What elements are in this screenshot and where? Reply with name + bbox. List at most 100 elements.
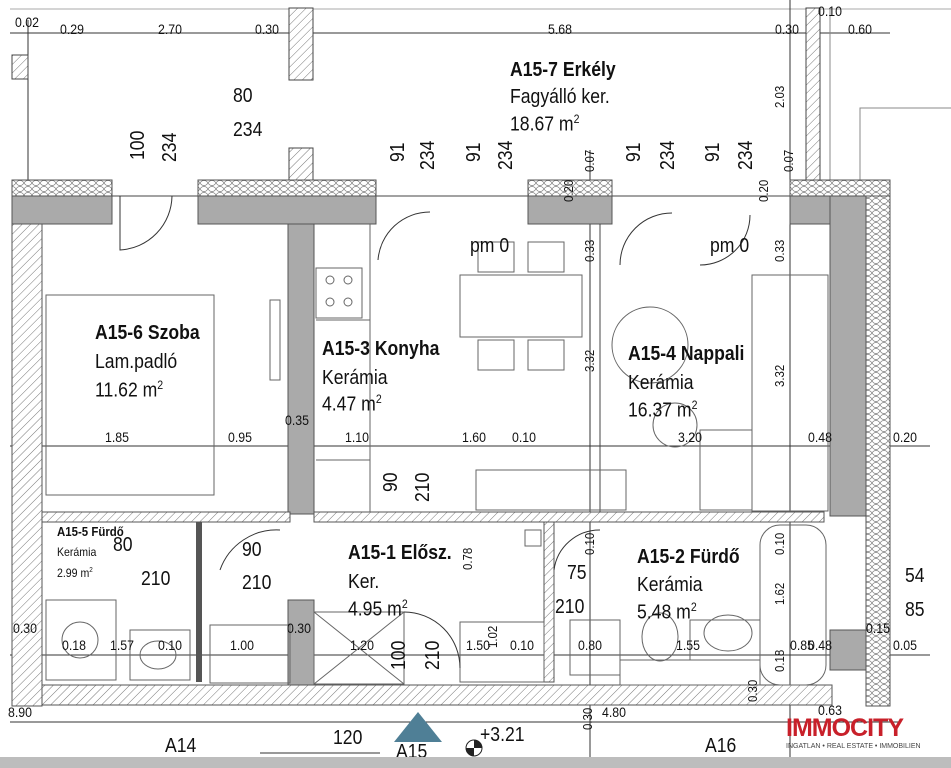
immocity-logo: IMMOCITY INGATLAN • REAL ESTATE • IMMOBI… bbox=[786, 714, 921, 751]
dim-label: 234 bbox=[735, 140, 757, 170]
door-swings bbox=[119, 195, 751, 669]
room-name: A15-1 Elősz. bbox=[348, 542, 452, 564]
dim-label: 2.03 bbox=[772, 85, 787, 108]
level-label: pm 0 bbox=[710, 235, 750, 257]
dim-label: 210 bbox=[412, 472, 434, 502]
dim-label: 0.10 bbox=[512, 429, 536, 445]
dim-label: 1.55 bbox=[676, 637, 700, 653]
dim-label: 0.33 bbox=[772, 239, 787, 262]
dim-label: 0.78 bbox=[460, 547, 475, 570]
dim-label: 1.57 bbox=[110, 637, 134, 653]
dim-label: 0.30 bbox=[287, 620, 311, 636]
dim-label: 0.80 bbox=[578, 637, 602, 653]
room-name: A15-3 Konyha bbox=[322, 338, 440, 360]
room-name: A15-5 Fürdő bbox=[57, 524, 124, 539]
dim-label: 1.00 bbox=[230, 637, 254, 653]
dim-label: 0.15 bbox=[866, 620, 890, 636]
dim-label: 91 bbox=[702, 142, 724, 162]
dim-label: 0.60 bbox=[848, 21, 872, 37]
dim-label: 0.18 bbox=[772, 649, 787, 672]
dim-label: 0.05 bbox=[893, 637, 917, 653]
room-material: Kerámia bbox=[57, 545, 97, 559]
dim-label: 234 bbox=[657, 140, 679, 170]
bottom-bar bbox=[0, 757, 951, 768]
dim-label: 0.18 bbox=[62, 637, 86, 653]
dim-label: 1.20 bbox=[350, 637, 374, 653]
room-area: 2.99 m2 bbox=[57, 565, 93, 580]
dim-label: 80 bbox=[233, 85, 253, 107]
elevation-label: +3.21 bbox=[480, 724, 525, 746]
dim-label: 100 bbox=[127, 130, 149, 160]
room-name: A15-6 Szoba bbox=[95, 322, 200, 344]
dim-label: 0.02 bbox=[15, 14, 39, 30]
dim-label: 0.85 bbox=[790, 637, 814, 653]
dim-label: 91 bbox=[623, 142, 645, 162]
dim-label: 234 bbox=[159, 132, 181, 162]
room-area: 11.62 m2 bbox=[95, 378, 164, 402]
dim-label: 85 bbox=[905, 599, 925, 621]
dim-label: 0.30 bbox=[255, 21, 279, 37]
dim-label: 3.32 bbox=[582, 349, 597, 372]
logo-subtitle: INGATLAN • REAL ESTATE • IMMOBILIEN bbox=[786, 743, 921, 750]
dim-label: 1.62 bbox=[772, 582, 787, 605]
dim-label: 210 bbox=[422, 640, 444, 670]
room-name: A15-4 Nappali bbox=[628, 343, 745, 365]
dim-label: 0.20 bbox=[893, 429, 917, 445]
dim-label: 2.70 bbox=[158, 21, 182, 37]
room-name: A15-2 Fürdő bbox=[637, 546, 740, 568]
dim-label: 0.10 bbox=[582, 532, 597, 555]
neighbor-unit-left: A14 bbox=[165, 735, 197, 757]
dim-label: 0.29 bbox=[60, 21, 84, 37]
room-area: 18.67 m2 bbox=[510, 112, 580, 136]
room-area: 5.48 m2 bbox=[637, 600, 697, 624]
dim-label: 0.30 bbox=[13, 620, 37, 636]
dim-label: 0.07 bbox=[781, 149, 796, 172]
dim-label: 54 bbox=[905, 565, 925, 587]
dim-label: 0.20 bbox=[756, 179, 771, 202]
logo-name: IMMOCITY bbox=[786, 714, 904, 742]
dim-label: 234 bbox=[417, 140, 439, 170]
room-area: 4.95 m2 bbox=[348, 597, 408, 621]
dim-label: 210 bbox=[242, 572, 272, 594]
dim-label: 1.10 bbox=[345, 429, 369, 445]
dim-label: 100 bbox=[388, 640, 410, 670]
dim-label: 3.20 bbox=[678, 429, 702, 445]
dim-label: 234 bbox=[233, 119, 263, 141]
dim-label: 0.30 bbox=[745, 679, 760, 702]
dim-label: 1.02 bbox=[485, 625, 500, 648]
elevation-marker-icon bbox=[465, 739, 483, 757]
dim-label: 80 bbox=[113, 534, 133, 556]
room-name: A15-7 Erkély bbox=[510, 59, 616, 81]
dim-label: 0.33 bbox=[582, 239, 597, 262]
dim-label: 8.90 bbox=[8, 704, 32, 720]
dim-label: 91 bbox=[463, 142, 485, 162]
room-material: Ker. bbox=[348, 571, 380, 593]
entry-marker-icon bbox=[394, 712, 442, 742]
room-material: Lam.padló bbox=[95, 351, 178, 373]
dimension-lines bbox=[10, 0, 951, 760]
dim-label: 0.63 bbox=[818, 702, 842, 718]
dim-label: 0.07 bbox=[582, 149, 597, 172]
room-area: 16.37 m2 bbox=[628, 398, 698, 422]
dim-label: 0.20 bbox=[561, 179, 576, 202]
dim-label: 0.30 bbox=[775, 21, 799, 37]
dim-label: 91 bbox=[387, 142, 409, 162]
dim-label: 0.10 bbox=[158, 637, 182, 653]
dim-label: 0.35 bbox=[285, 412, 309, 428]
dim-label: 0.10 bbox=[510, 637, 534, 653]
dim-label: 0.48 bbox=[808, 637, 832, 653]
dim-label: 210 bbox=[555, 596, 585, 618]
dim-label: 0.30 bbox=[580, 707, 595, 730]
dim-label: 0.95 bbox=[228, 429, 252, 445]
dim-label: 75 bbox=[567, 562, 587, 584]
dim-label: 0.10 bbox=[772, 532, 787, 555]
room-material: Kerámia bbox=[628, 372, 694, 394]
dim-label: 0.10 bbox=[818, 3, 842, 19]
dim-label: 90 bbox=[380, 472, 402, 492]
room-area: 4.47 m2 bbox=[322, 392, 382, 416]
dim-label: 234 bbox=[495, 140, 517, 170]
dim-label: 120 bbox=[333, 727, 363, 749]
dim-label: 4.80 bbox=[602, 704, 626, 720]
